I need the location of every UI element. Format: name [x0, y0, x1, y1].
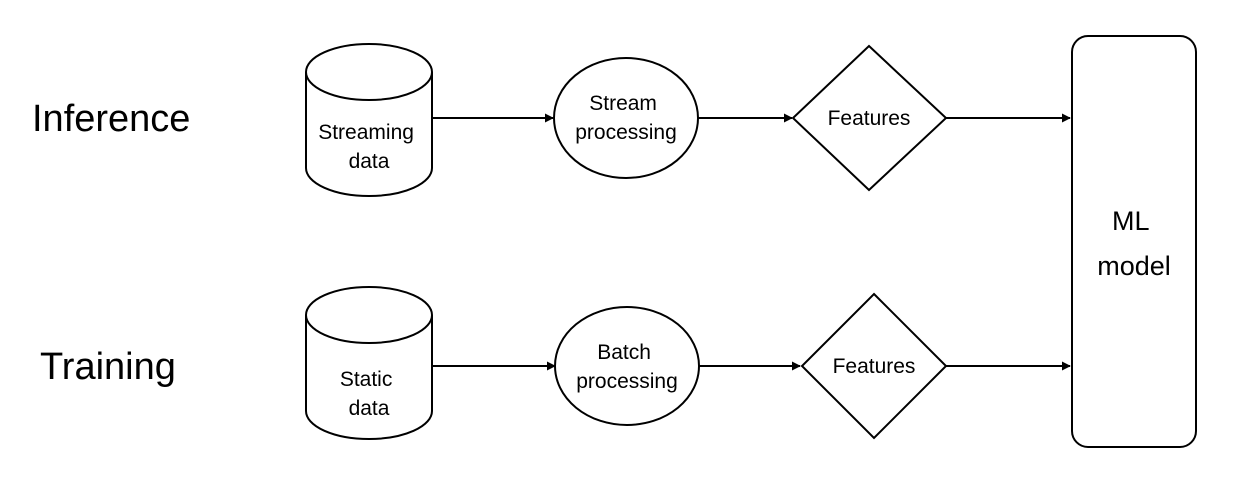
- inference-row-label: Inference: [32, 98, 190, 140]
- batch-processing-node: Batch processing: [554, 306, 700, 426]
- ml-model-box: [1071, 35, 1197, 448]
- stream-processing-ellipse: [553, 57, 699, 179]
- training-features-label: Features: [833, 355, 916, 378]
- ml-model-node: ML model: [1071, 35, 1197, 448]
- stream-processing-label-line2: processing: [575, 121, 677, 144]
- streaming-data-cylinder: Streaming data: [305, 43, 433, 197]
- training-row-label: Training: [40, 346, 176, 388]
- ml-model-label: ML model: [1097, 206, 1171, 281]
- stream-processing-node: Stream processing: [553, 57, 699, 179]
- streaming-data-label-line1: Streaming: [318, 121, 414, 144]
- streaming-data-label: Streaming data: [318, 121, 420, 173]
- streaming-data-label-line2: data: [349, 150, 390, 173]
- stream-processing-label-line1: Stream: [589, 92, 657, 115]
- batch-processing-label-line1: Batch: [597, 341, 651, 364]
- static-data-cylinder: Static data: [305, 286, 433, 440]
- static-data-cylinder-top: [305, 286, 433, 344]
- inference-features-node: Features: [791, 44, 948, 192]
- inference-features-label: Features: [828, 107, 911, 130]
- batch-processing-label-line2: processing: [576, 370, 678, 393]
- training-features-diamond: [800, 292, 948, 440]
- batch-processing-ellipse: [554, 306, 700, 426]
- streaming-data-cylinder-top: [305, 43, 433, 101]
- static-data-label: Static data: [340, 368, 398, 420]
- ml-model-label-line1: ML: [1112, 206, 1149, 236]
- batch-processing-label: Batch processing: [576, 341, 678, 393]
- inference-features-diamond: [791, 44, 948, 192]
- training-features-node: Features: [800, 292, 948, 440]
- streaming-data-cylinder-body: [305, 72, 433, 197]
- stream-processing-label: Stream processing: [575, 92, 677, 144]
- static-data-label-line2: data: [349, 397, 390, 420]
- static-data-cylinder-body: [305, 315, 433, 440]
- static-data-label-line1: Static: [340, 368, 393, 391]
- ml-model-label-line2: model: [1097, 251, 1171, 281]
